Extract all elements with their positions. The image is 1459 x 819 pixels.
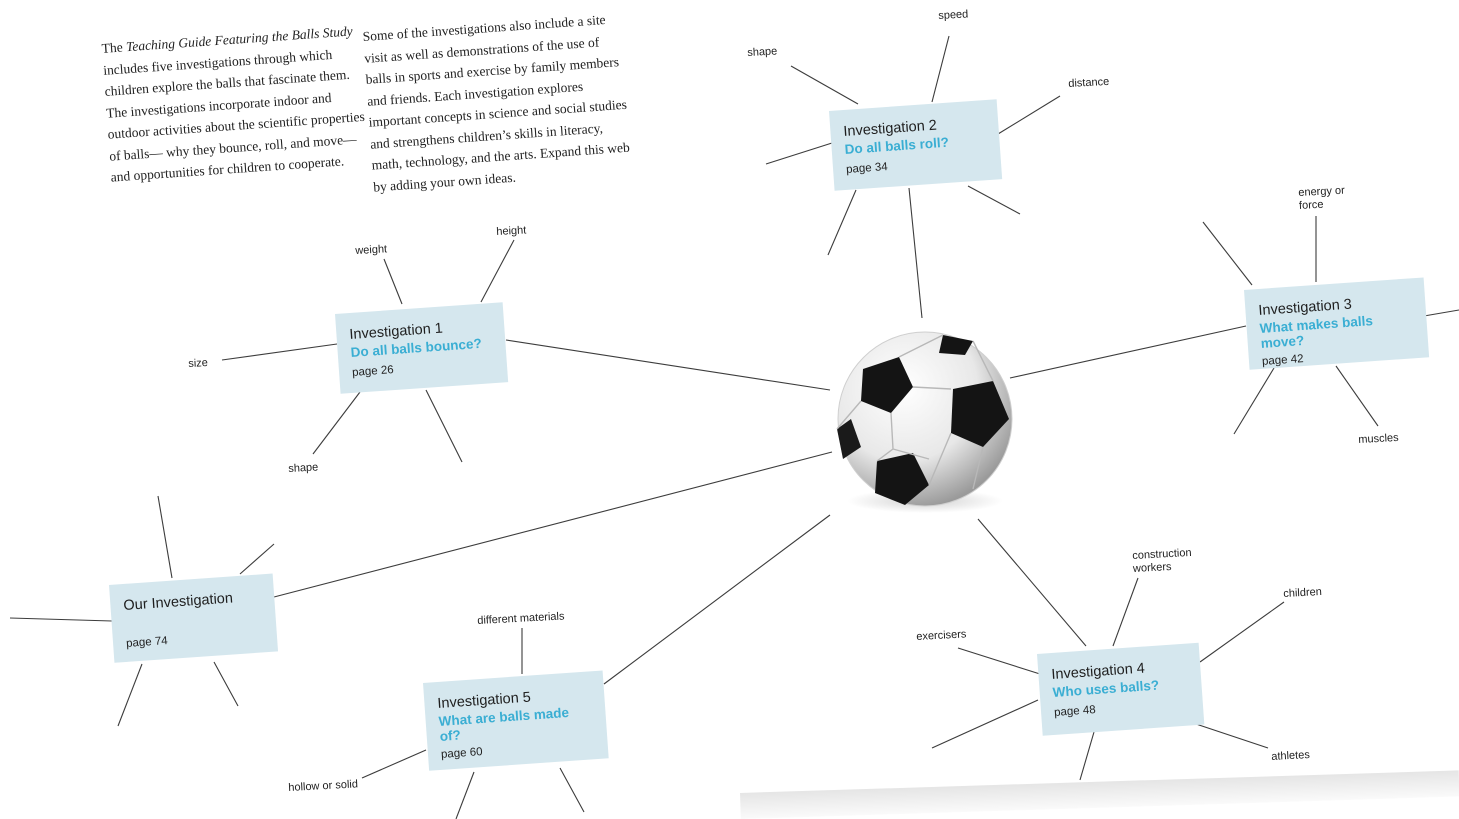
spoke-weight (383, 258, 403, 305)
connector-center-inv5 (603, 514, 831, 685)
spoke-blank-inv2-right (967, 185, 1021, 215)
investigation-page: page 74 (125, 635, 169, 650)
our-investigation-box: Our Investigation page 74 (109, 573, 279, 663)
connector-center-inv4 (977, 518, 1087, 647)
connector-center-inv3 (1009, 325, 1247, 379)
spoke-shape-top (790, 65, 859, 105)
spoke-speed (931, 35, 950, 103)
spoke-blank-inv3-bottom (1233, 367, 1275, 435)
spoke-blank-inv2-bottom (827, 189, 857, 256)
label-muscles: muscles (1358, 431, 1399, 446)
label-weight: weight (355, 243, 388, 257)
investigation-5-box: Investigation 5 What are balls made of? … (423, 670, 609, 771)
investigation-1-box: Investigation 1 Do all balls bounce? pag… (335, 302, 509, 394)
spoke-blank-our-bottomleft (117, 663, 143, 727)
label-energy-or-force: energy or force (1298, 184, 1346, 212)
spoke-blank-inv2-left (765, 142, 833, 165)
label-children: children (1283, 585, 1323, 600)
spoke-blank-inv3-topleft (1202, 221, 1253, 286)
label-exercisers: exercisers (916, 628, 967, 643)
spoke-blank-inv4-left (931, 699, 1039, 749)
heading-fragment: ˉ (0, 0, 134, 8)
spoke-hollow-or-solid (361, 749, 427, 779)
spoke-blank-our-top (157, 495, 173, 579)
label-size: size (188, 356, 209, 370)
intro-col1-rest: includes five investigations through whi… (102, 46, 366, 185)
spoke-size (221, 343, 338, 361)
label-shape-left: shape (288, 461, 319, 475)
spoke-distance (997, 95, 1061, 135)
connector-center-inv1 (505, 339, 831, 391)
investigation-3-box: Investigation 3 What makes balls move? p… (1244, 277, 1430, 370)
spoke-blank-our-bottomright (213, 661, 239, 707)
spoke-exercisers (957, 647, 1041, 675)
connector-center-our (273, 451, 833, 598)
label-athletes: athletes (1271, 748, 1311, 763)
investigation-2-box: Investigation 2 Do all balls roll? page … (829, 99, 1003, 191)
spoke-blank-inv4-bottom (1079, 731, 1095, 781)
spoke-height (480, 239, 515, 303)
label-speed: speed (938, 8, 969, 22)
intro-column-2: Some of the investigations also include … (362, 12, 631, 195)
spoke-blank-our-topright (239, 543, 275, 575)
connector-center-inv2 (908, 187, 923, 319)
spoke-blank-inv3-right (1423, 309, 1459, 317)
spoke-construction (1112, 577, 1139, 647)
investigation-page: page 48 (1053, 704, 1097, 719)
intro-column-1: The Teaching Guide Featuring the Balls S… (101, 20, 371, 188)
spoke-blank-inv5-left (455, 771, 475, 819)
label-distance: distance (1068, 75, 1110, 90)
spoke-muscles (1335, 365, 1379, 427)
investigation-4-box: Investigation 4 Who uses balls? page 48 (1037, 642, 1205, 736)
spoke-blank-our-left (9, 617, 113, 622)
spoke-blank-inv1 (425, 389, 463, 463)
spoke-athletes (1195, 723, 1269, 749)
spoke-children (1199, 601, 1285, 663)
label-construction-workers: construction workers (1132, 546, 1192, 575)
investigation-title: Our Investigation (122, 590, 234, 615)
label-height: height (496, 224, 527, 238)
soccer-ball-icon (836, 331, 1013, 513)
spoke-blank-inv5-right (559, 767, 585, 813)
label-shape-top: shape (747, 45, 778, 59)
spoke-shape-left (312, 391, 361, 455)
intro-col1-start: The (101, 39, 127, 56)
